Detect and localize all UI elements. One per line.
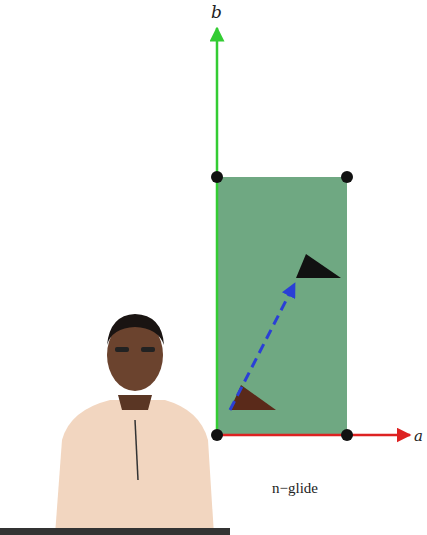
lattice-point xyxy=(211,429,223,441)
unit-cell xyxy=(217,177,347,435)
motif-triangle xyxy=(230,385,276,410)
b-axis xyxy=(216,28,219,435)
lattice-point xyxy=(211,171,223,183)
lattice-point xyxy=(341,171,353,183)
caption-label: n−glide xyxy=(272,480,318,497)
axis-label: b xyxy=(211,2,222,22)
lattice-point xyxy=(341,429,353,441)
glided-triangle xyxy=(296,254,341,278)
a-axis xyxy=(217,434,410,437)
lecturer xyxy=(0,314,230,535)
axis-label: a xyxy=(414,427,423,445)
glide-vector xyxy=(230,285,294,410)
